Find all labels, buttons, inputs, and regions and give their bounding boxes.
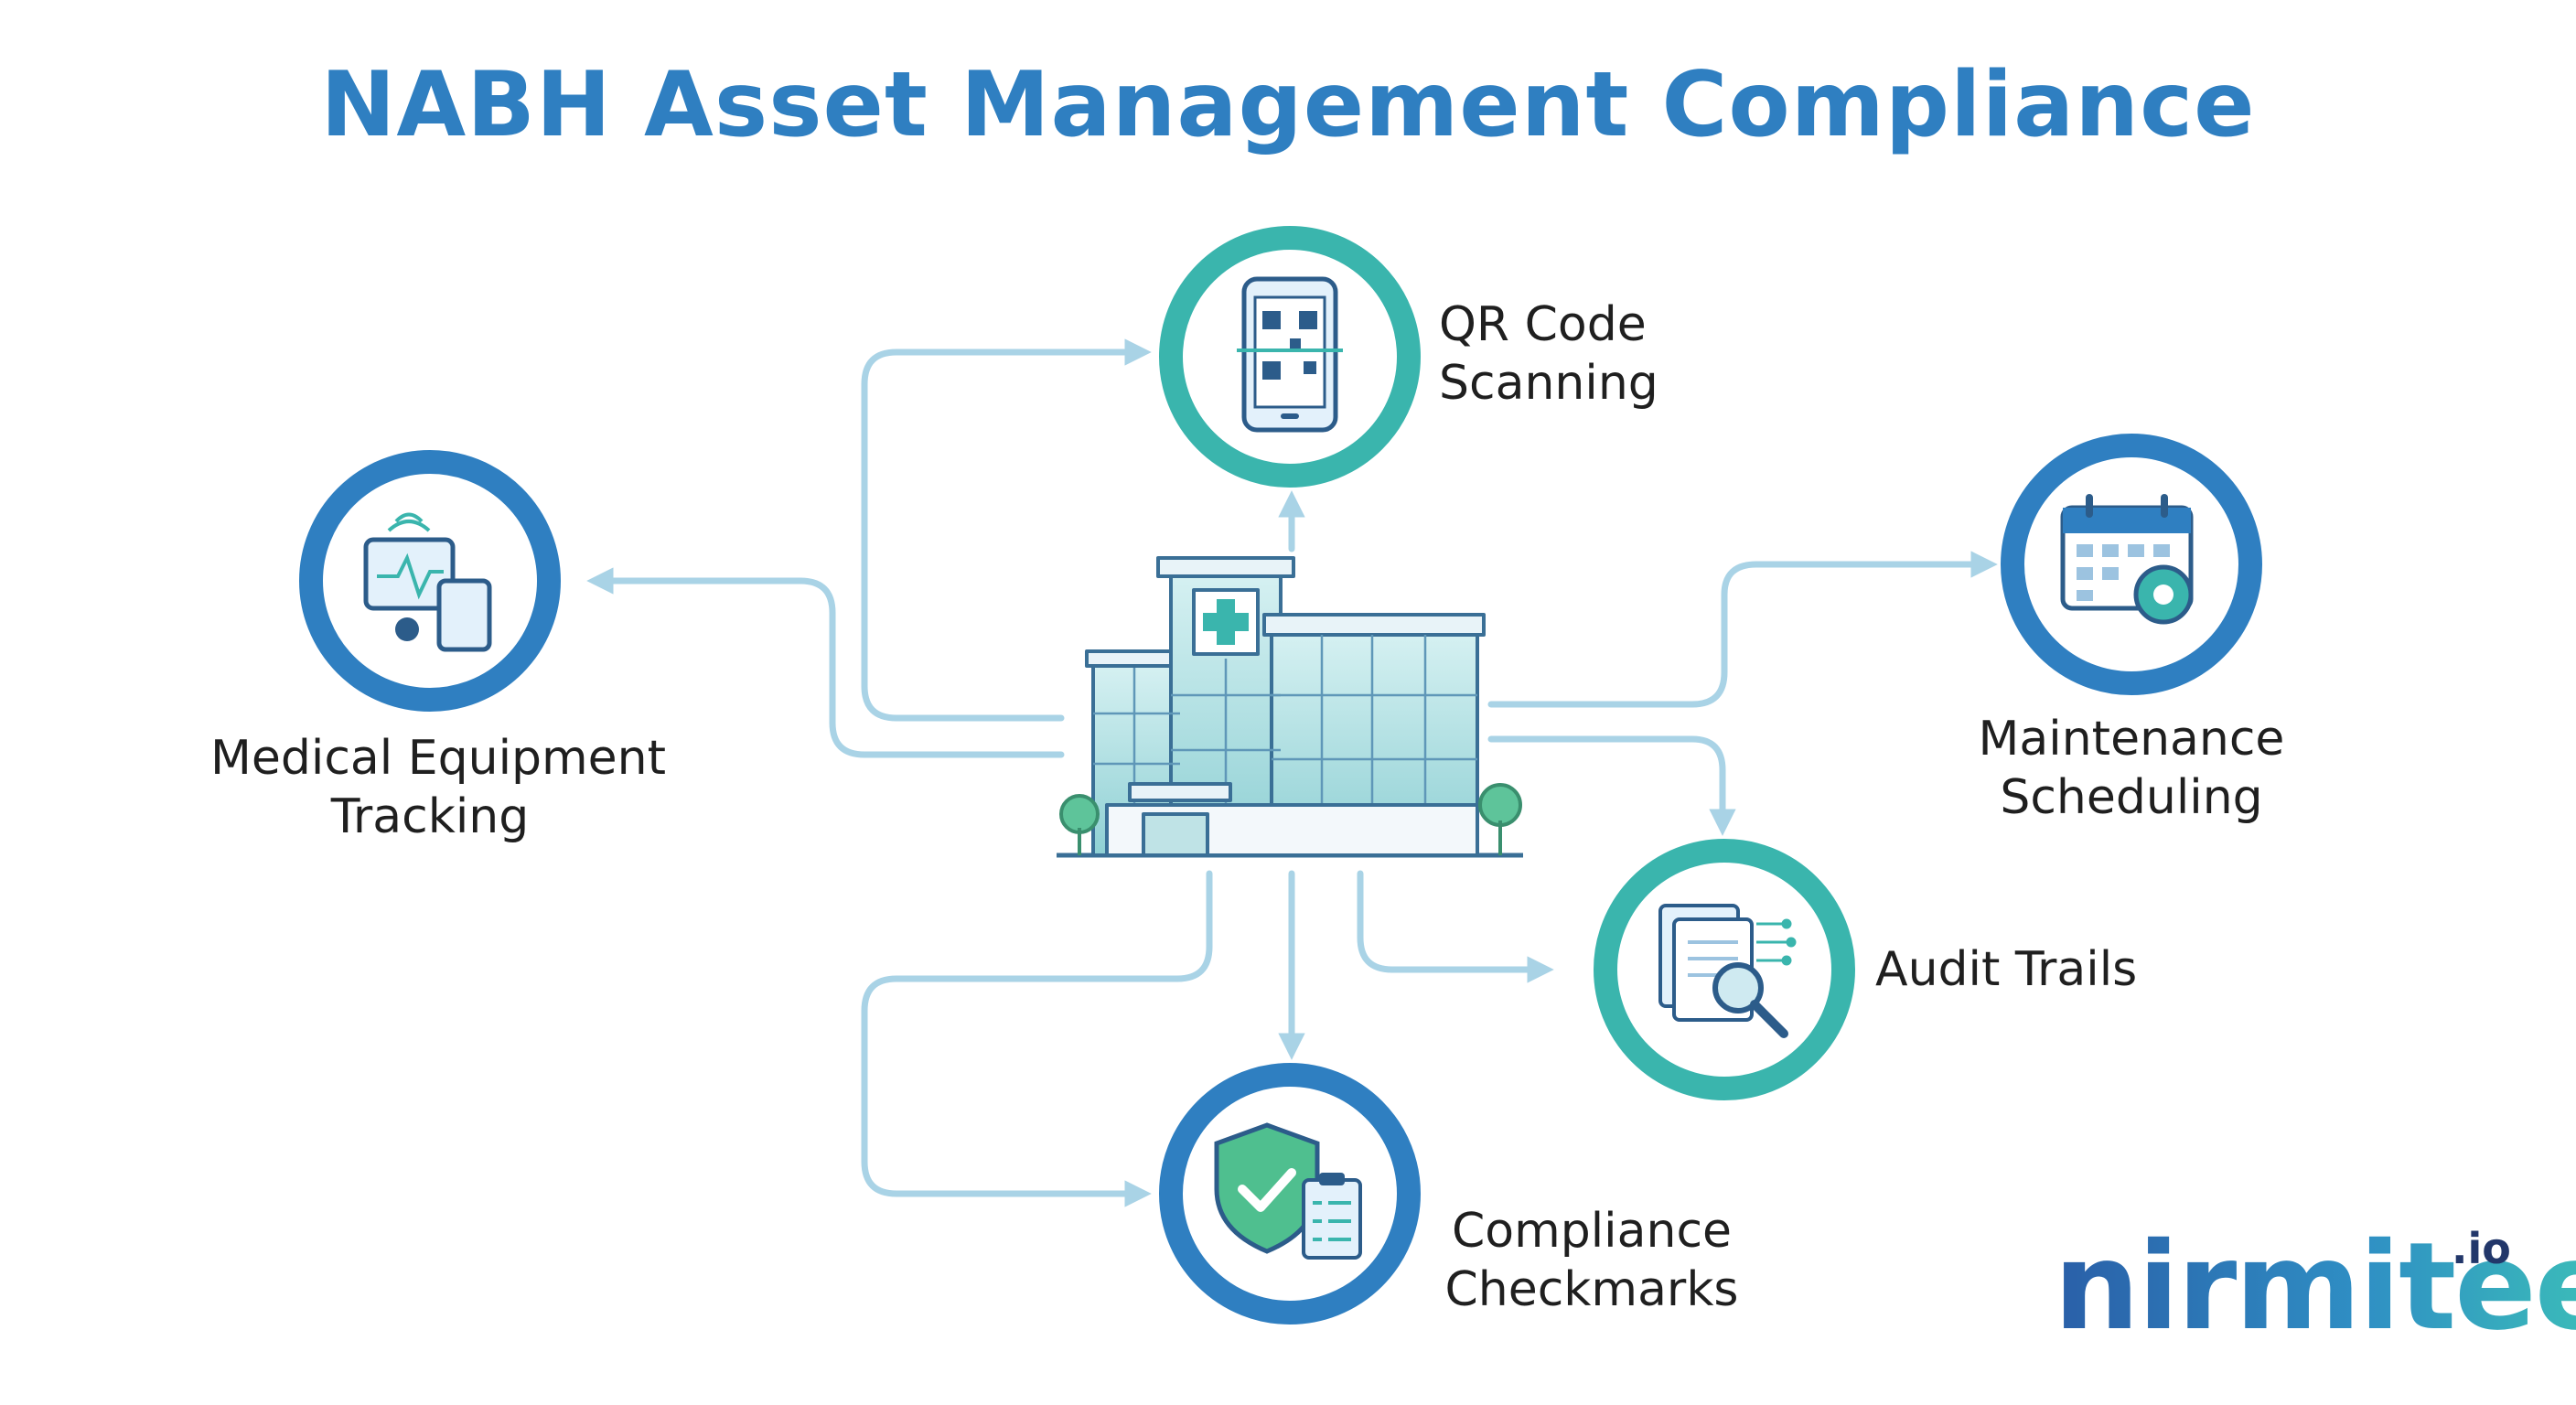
compliance-checkmarks-label: Compliance Checkmarks (1444, 1204, 1739, 1317)
audit-trails-label: Audit Trails (1875, 942, 2138, 997)
nirmitee-logo: nirmitee (2054, 1217, 2576, 1357)
document-magnifier-icon (1658, 904, 1797, 1038)
qr-phone-icon (1237, 276, 1343, 433)
calendar-gear-icon (2060, 494, 2194, 625)
connector-to-compliance (861, 870, 1213, 1207)
medical-equipment-label: Medical Equipment Tracking (210, 731, 667, 844)
connectors (586, 338, 1998, 1207)
connector-to-qr-scanning (861, 338, 1152, 722)
page-title: NABH Asset Management Compliance (320, 53, 2256, 157)
audit-trails-node[interactable] (1594, 839, 1855, 1100)
connector-to-medical-equipment (586, 567, 1065, 758)
connector-to-maintenance (1487, 551, 1998, 708)
shield-check-icon (1214, 1122, 1362, 1260)
qr-scanning-label: QR Code Scanning (1439, 297, 1658, 411)
medical-equipment-node[interactable] (299, 450, 561, 712)
connector-to-audit-trails (1357, 870, 1554, 983)
qr-scanning-node[interactable] (1159, 226, 1421, 488)
medical-device-icon (363, 512, 492, 652)
maintenance-scheduling-label: Maintenance Scheduling (1978, 712, 2285, 825)
maintenance-scheduling-node[interactable] (2001, 434, 2262, 695)
logo-io-suffix: .io (2452, 1224, 2511, 1273)
hospital-building-icon (1057, 556, 1523, 858)
connector-to-audit-down (1487, 735, 1736, 836)
compliance-checkmarks-node[interactable] (1159, 1063, 1421, 1325)
